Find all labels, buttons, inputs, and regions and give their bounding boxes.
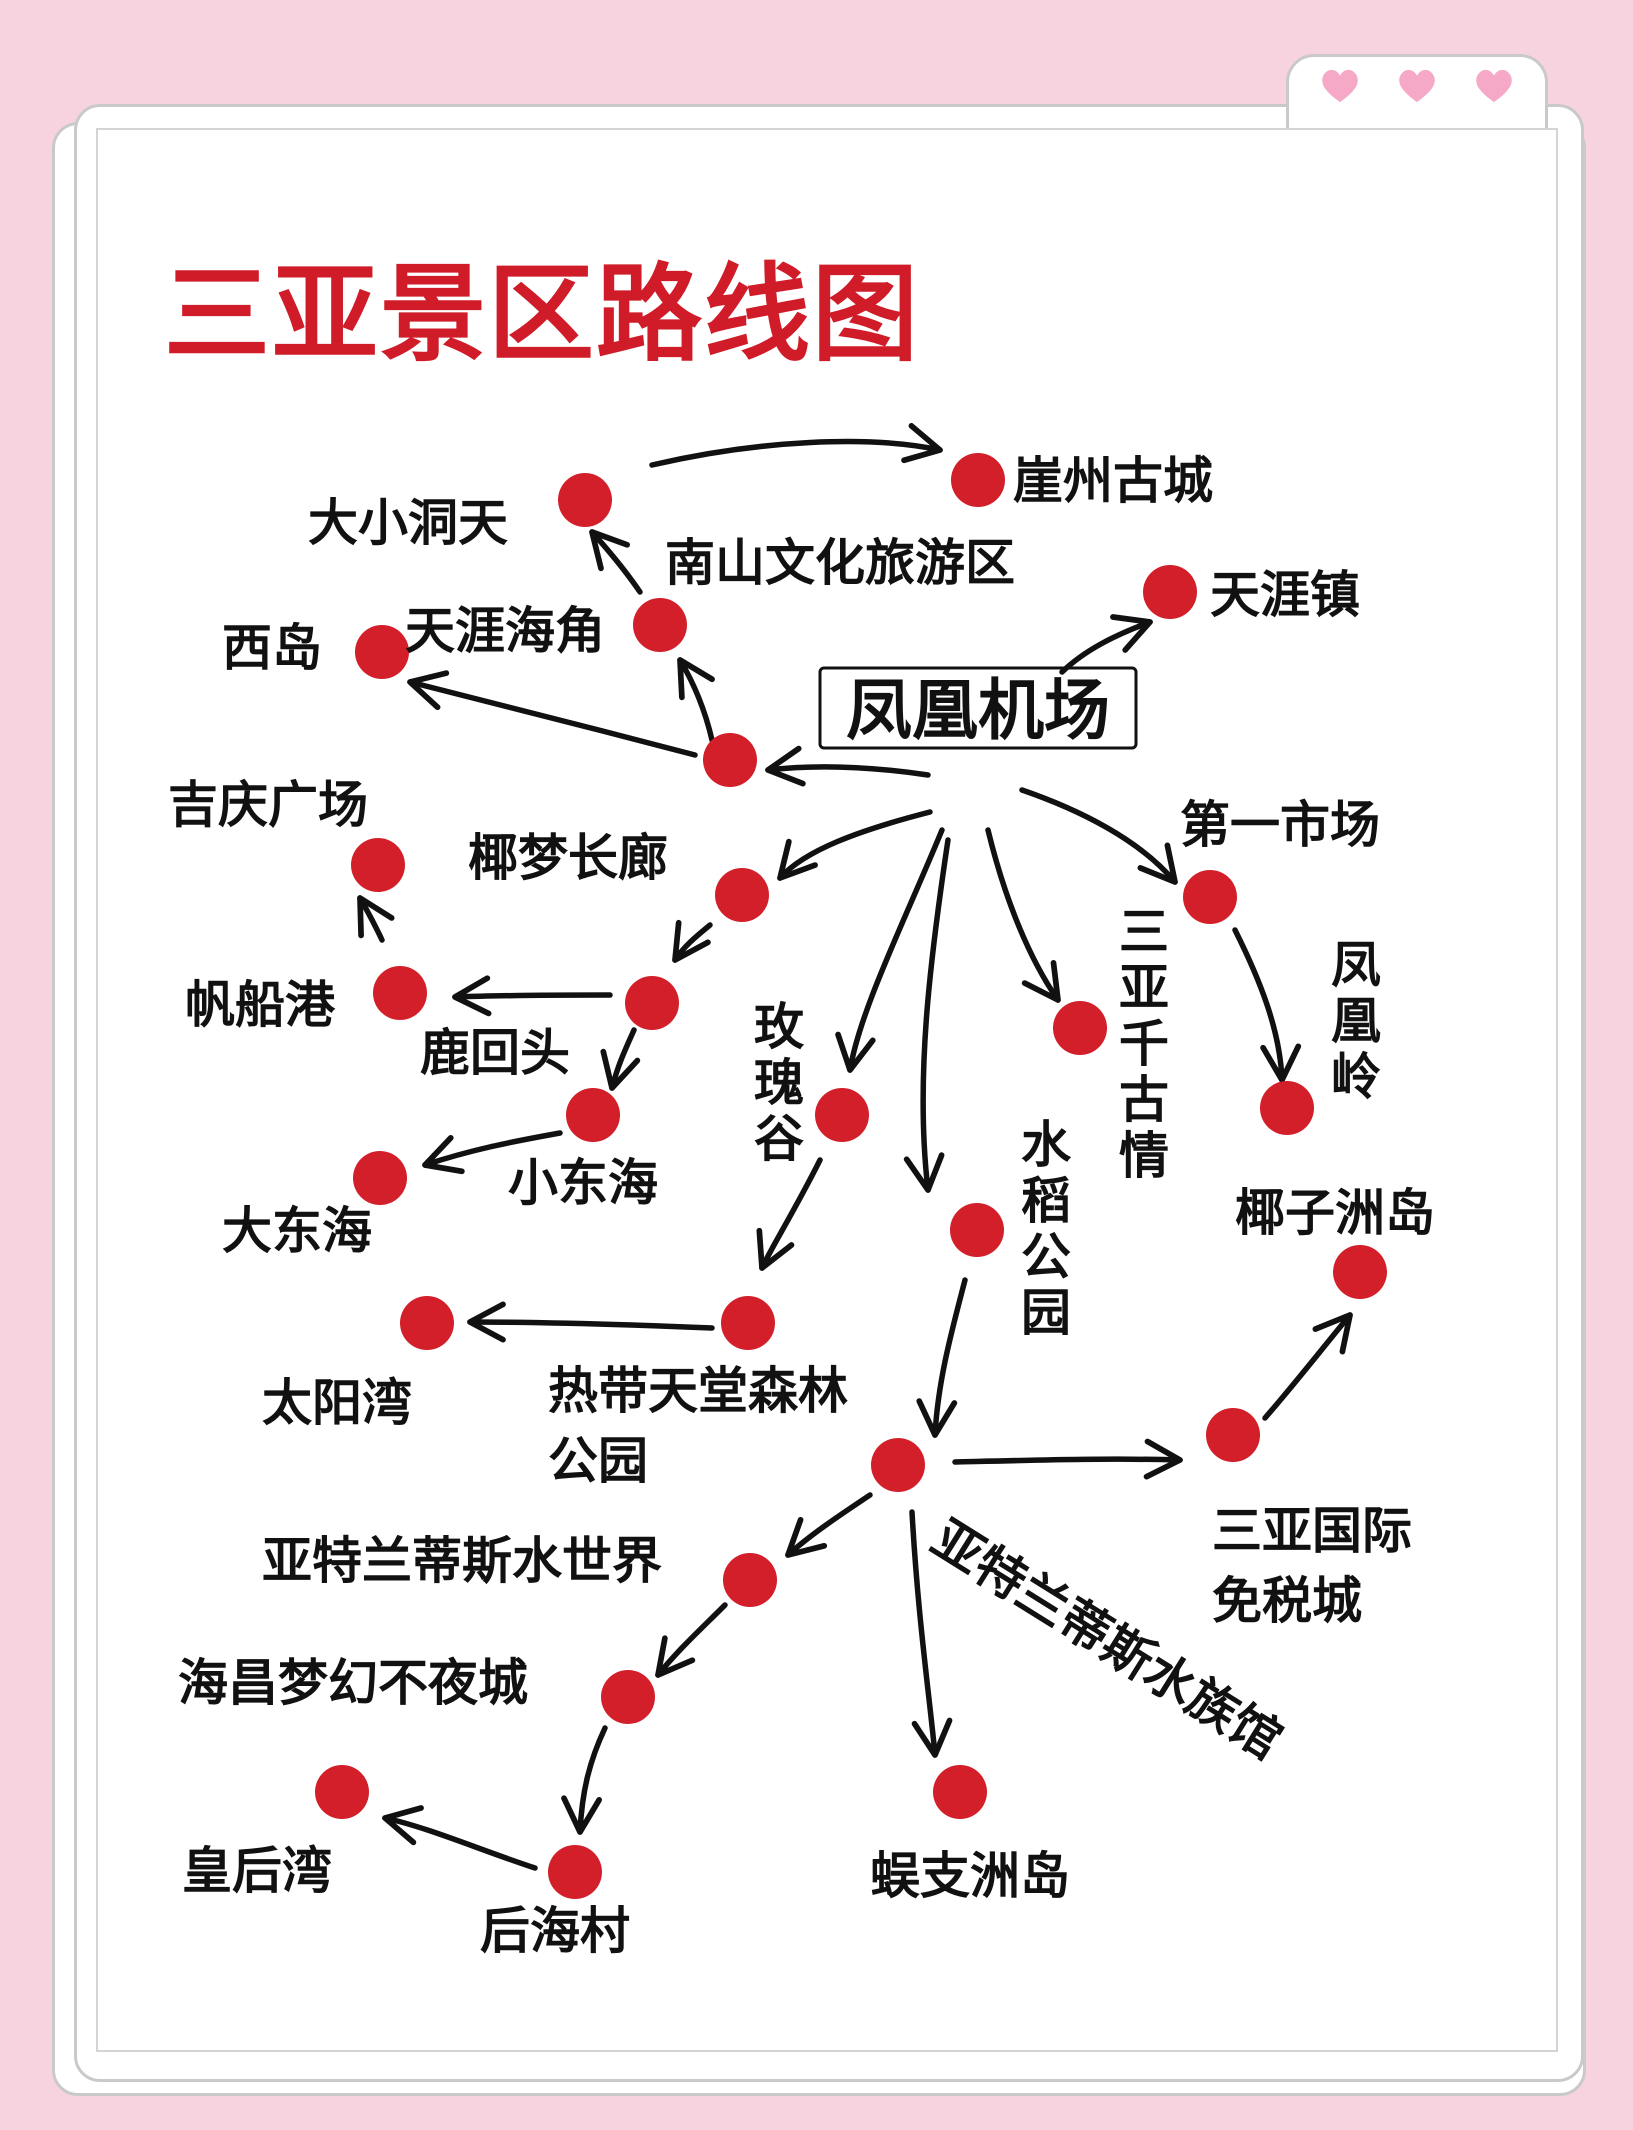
node-haichang — [601, 1670, 655, 1724]
node-shuidao — [950, 1203, 1004, 1257]
label-haichang: 海昌梦幻不夜城 — [178, 1654, 528, 1712]
label-wuzhizhou: 蜈支洲岛 — [870, 1847, 1070, 1905]
label-nanshan: 南山文化旅游区 — [665, 534, 1015, 592]
edge — [952, 1438, 1183, 1480]
label-xiaodonghai: 小东海 — [508, 1154, 658, 1212]
node-houhai — [548, 1845, 602, 1899]
node-tianyazhen — [1143, 565, 1197, 619]
edge — [903, 837, 951, 1193]
edge — [452, 975, 613, 1017]
node-qiangu — [1053, 1001, 1107, 1055]
edge — [467, 1301, 715, 1343]
node-atlantis-world — [723, 1553, 777, 1607]
heart-icon — [1476, 69, 1512, 103]
edge — [672, 919, 713, 963]
node-sanya-junction — [703, 733, 757, 787]
heart-icon — [1322, 69, 1358, 103]
edge — [589, 529, 643, 595]
label-diyi: 第一市场 — [1180, 796, 1380, 854]
node-dadonghai — [353, 1151, 407, 1205]
edge — [1262, 1312, 1353, 1421]
label-redai-1: 热带天堂森林 — [548, 1362, 848, 1420]
edge — [765, 745, 931, 787]
edge — [756, 1157, 823, 1271]
hub-box — [818, 666, 1138, 750]
card-tab — [1286, 54, 1548, 129]
label-tianyahj: 天涯海角 — [405, 602, 605, 660]
edge — [422, 1130, 563, 1175]
label-houhai: 后海村 — [480, 1902, 630, 1960]
node-diyi — [1183, 870, 1237, 924]
node-xidao — [355, 625, 409, 679]
edge — [916, 1277, 968, 1438]
node-luhuitou — [625, 976, 679, 1030]
label-qiangu: 三亚千古情 — [1111, 905, 1169, 1185]
node-fanchuan — [373, 966, 427, 1020]
edge — [1232, 927, 1302, 1083]
node-huanghou — [315, 1765, 369, 1819]
node-haitang-junction — [871, 1438, 925, 1492]
hub-label: 凤凰机场 — [846, 672, 1110, 749]
node-redai — [721, 1296, 775, 1350]
edge — [561, 1725, 608, 1835]
edge — [649, 423, 943, 468]
label-taiyang: 太阳湾 — [262, 1374, 412, 1432]
label-tianyazhen: 天涯镇 — [1210, 566, 1360, 624]
label-shuidao: 水稻公园 — [1013, 1118, 1071, 1342]
label-atlantis-world: 亚特兰蒂斯水世界 — [262, 1532, 662, 1590]
label-miansui-1: 三亚国际 — [1212, 1502, 1412, 1560]
edge — [677, 657, 715, 743]
label-jiqing: 吉庆广场 — [168, 776, 368, 834]
route-nodes — [315, 453, 1387, 1899]
route-labels: 崖州古城 大小洞天 南山文化旅游区 天涯镇 西岛 天涯海角 第一市场 吉庆广场 … — [168, 452, 1435, 1960]
route-edges — [357, 423, 1353, 1871]
node-xiaodonghai — [566, 1088, 620, 1142]
edge — [382, 1805, 538, 1871]
edge — [357, 895, 395, 943]
label-meigui: 玫瑰谷 — [746, 1000, 804, 1168]
node-yazhou — [951, 453, 1005, 507]
label-daxiao: 大小洞天 — [308, 494, 508, 552]
edge — [785, 1492, 873, 1558]
label-luhuitou: 鹿回头 — [420, 1024, 570, 1082]
node-yemeng — [715, 868, 769, 922]
edge — [1059, 614, 1153, 675]
label-redai-2: 公园 — [548, 1432, 648, 1490]
page-title: 三亚景区路线图 — [164, 253, 920, 376]
edge — [1019, 787, 1178, 885]
label-fenghl: 凤凰岭 — [1323, 938, 1381, 1106]
node-meigui — [815, 1088, 869, 1142]
node-daxiao — [558, 473, 612, 527]
hub-airport: 凤凰机场 — [818, 666, 1138, 750]
edge — [835, 827, 945, 1073]
label-miansui-2: 免税城 — [1212, 1572, 1362, 1630]
edge — [655, 1602, 728, 1678]
node-yezizhou — [1333, 1245, 1387, 1299]
node-wuzhizhou — [933, 1765, 987, 1819]
label-fanchuan: 帆船港 — [185, 976, 336, 1034]
edge — [909, 1509, 953, 1758]
node-taiyang — [400, 1296, 454, 1350]
label-huanghou: 皇后湾 — [182, 1842, 332, 1900]
label-yezizhou: 椰子洲岛 — [1235, 1184, 1435, 1242]
node-miansui — [1206, 1408, 1260, 1462]
edge — [407, 670, 698, 758]
label-yemeng: 椰梦长廊 — [468, 829, 668, 887]
heart-icon — [1399, 69, 1435, 103]
node-jiqing — [351, 838, 405, 892]
label-xidao: 西岛 — [222, 619, 322, 677]
edge — [777, 809, 933, 881]
edge — [985, 827, 1061, 1003]
label-yazhou: 崖州古城 — [1013, 452, 1213, 510]
node-fenghl — [1260, 1081, 1314, 1135]
inner-frame — [96, 128, 1558, 2052]
edge — [600, 1027, 641, 1091]
label-dadonghai: 大东海 — [222, 1202, 372, 1260]
node-tianyahj — [633, 598, 687, 652]
